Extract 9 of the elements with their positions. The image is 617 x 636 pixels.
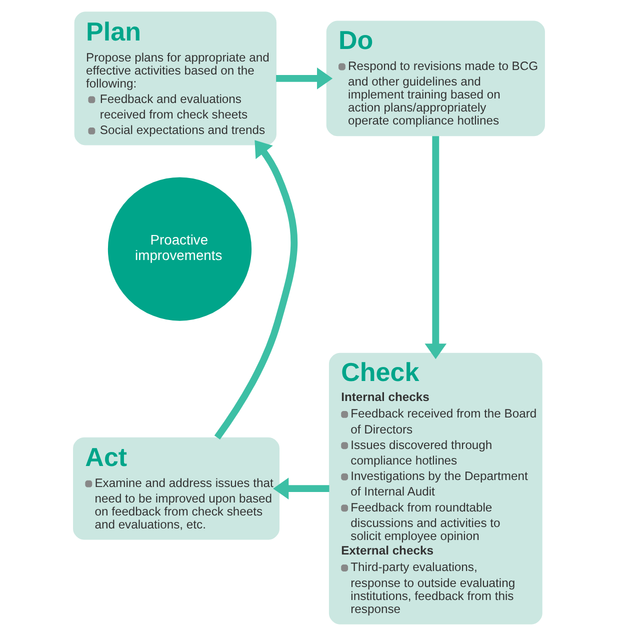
arrow xyxy=(276,68,332,90)
node-box: Act Examine and address issues that need to be improved upon based on feedback from check sheets and evaluations, etc. xyxy=(72,437,279,540)
arrow xyxy=(214,140,297,440)
arrow xyxy=(424,136,446,360)
node-box: Do Respond to revisions made to BCG and other guidelines and implement training based on action plans/appropriately operate compliance hotlines xyxy=(326,20,544,136)
node-box: Plan Propose plans for appropriate and effective activities based on the following: Feedback and evaluations received from check sheets Social expectations and trends xyxy=(74,12,276,146)
arrow xyxy=(272,478,329,500)
node-box: Check Internal checks Feedback received from the Board of Directors Issues discovered through compliance hotlines Investigations by the Department of Internal Audit Feedback from roundtable discussions and activities to solicit employee opinion External checks Third-party evaluations, response to outside evaluating institutions, feedback from this response xyxy=(328,352,542,624)
node-circle: Proactive improvements xyxy=(104,174,254,324)
